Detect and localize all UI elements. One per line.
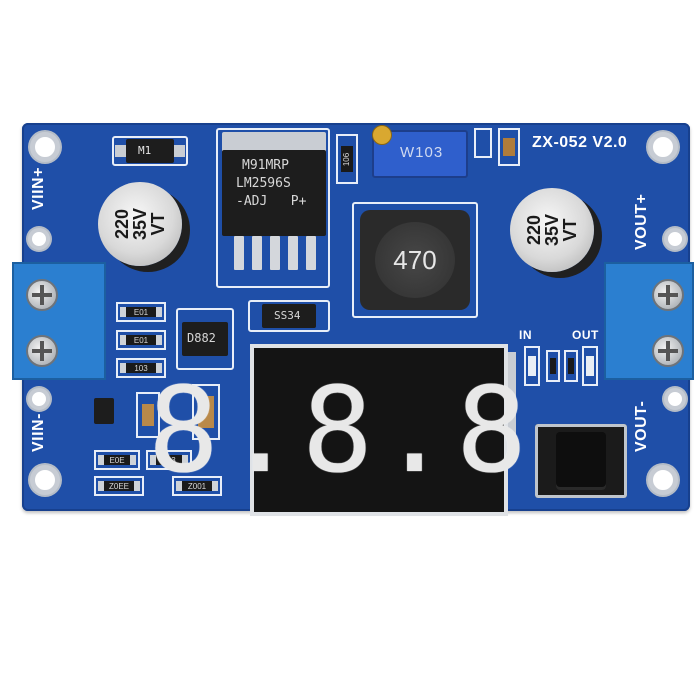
m1-chip: M1 — [126, 139, 174, 163]
resistor-e01-b-label: E01 — [133, 335, 149, 345]
inductor-label: 470 — [393, 244, 437, 275]
resistor-20ee-label: Z0EE — [108, 481, 129, 491]
resistor-e01-a-label: E01 — [133, 307, 149, 317]
m1-pad-left — [115, 145, 126, 157]
regulator-label-3: -ADJ P+ — [236, 194, 307, 209]
output-terminal-block[interactable] — [604, 262, 694, 380]
regulator-heat-tab — [222, 132, 326, 154]
pot-label: W103 — [400, 144, 444, 161]
push-button[interactable] — [556, 432, 606, 490]
pot-adjust-screw-icon[interactable] — [372, 125, 392, 145]
led-in — [524, 346, 540, 386]
cap-right-voltage: 35V — [542, 213, 562, 247]
in-label: IN — [519, 328, 532, 342]
regulator-chip: M91MRP LM2596S -ADJ P+ — [222, 150, 326, 236]
resistor-2001-label: Z001 — [187, 481, 207, 491]
ceramic-cap-2 — [192, 384, 220, 440]
transistor-d882: D882 — [182, 322, 228, 356]
electrolytic-cap-left: 220 35V VT — [98, 182, 182, 266]
regulator-pin-1 — [234, 236, 244, 270]
transistor-label: D882 — [187, 331, 216, 345]
regulator-label-1: M91MRP — [242, 158, 289, 173]
mounting-hole-top-right — [648, 132, 678, 162]
resistor-106-label: 106 — [342, 152, 352, 166]
vout-minus-label: VOUT- — [633, 400, 650, 452]
mounting-hole-mid-right — [664, 228, 686, 250]
regulator-pin-3 — [270, 236, 280, 270]
transistor-outline — [176, 308, 234, 370]
cap-right-value: 220 — [524, 214, 544, 246]
cap-left-value: 220 — [112, 208, 132, 240]
vin-plus-label: VIIN+ — [30, 167, 47, 210]
input-terminal-screw-minus-icon[interactable] — [26, 335, 58, 367]
regulator-label-2: LM2596S — [236, 176, 291, 191]
resistor-102-b — [564, 350, 578, 382]
input-terminal-screw-plus-icon[interactable] — [26, 279, 58, 311]
resistor-103-label: 103 — [134, 363, 148, 373]
mounting-hole-mid-left — [28, 228, 50, 250]
ceramic-cap-1 — [136, 392, 160, 438]
mounting-hole-mid-left-2 — [28, 388, 50, 410]
smd-cap-top-2 — [498, 128, 520, 166]
sot23-chip — [94, 398, 114, 424]
resistor-20ee: Z0EE — [94, 476, 144, 496]
led-out — [582, 346, 598, 386]
diode-label: SS34 — [274, 309, 301, 322]
resistor-2001: Z001 — [172, 476, 222, 496]
smd-cap-top-1 — [474, 128, 492, 158]
vout-plus-label: VOUT+ — [633, 193, 650, 250]
cap-right-series: VT — [560, 218, 580, 242]
resistor-106: 106 — [336, 134, 358, 184]
display-digits: 8.8.8. — [147, 361, 611, 499]
regulator-outline — [216, 128, 330, 288]
resistor-203: 203 — [146, 450, 192, 470]
resistor-e01-b: E01 — [116, 330, 166, 350]
board-model-label: ZX-052 V2.0 — [532, 134, 628, 151]
diode-ss34: SS34 — [262, 304, 316, 328]
mounting-hole-top-left — [30, 132, 60, 162]
m1-pad-right — [174, 145, 185, 157]
input-terminal-block[interactable] — [12, 262, 106, 380]
resistor-103: 103 — [116, 358, 166, 378]
regulator-pin-2 — [252, 236, 262, 270]
out-label: OUT — [572, 328, 599, 342]
resistor-e01-a: E01 — [116, 302, 166, 322]
output-terminal-screw-minus-icon[interactable] — [652, 335, 684, 367]
electrolytic-cap-right: 220 35V VT — [510, 188, 594, 272]
mounting-hole-bottom-left — [30, 465, 60, 495]
resistor-102-a — [546, 350, 560, 382]
regulator-pin-5 — [306, 236, 316, 270]
resistor-e0e-label: E0E — [109, 455, 125, 465]
mounting-hole-bottom-right — [648, 465, 678, 495]
diode-outline — [248, 300, 330, 332]
cap-left-series: VT — [148, 212, 168, 236]
mounting-hole-mid-right-2 — [664, 388, 686, 410]
m1-outline — [112, 136, 188, 166]
inductor-outline — [352, 202, 478, 318]
resistor-203-label: 203 — [162, 455, 176, 465]
cap-left-voltage: 35V — [130, 207, 150, 241]
potentiometer[interactable]: W103 — [372, 130, 468, 178]
vin-minus-label: VIIN- — [30, 413, 47, 452]
resistor-e0e: E0E — [94, 450, 140, 470]
output-terminal-screw-plus-icon[interactable] — [652, 279, 684, 311]
seven-segment-display: 8.8.8. — [147, 344, 611, 516]
inductor-core: 470 — [375, 222, 455, 298]
regulator-pin-4 — [288, 236, 298, 270]
m1-label: M1 — [138, 144, 152, 157]
